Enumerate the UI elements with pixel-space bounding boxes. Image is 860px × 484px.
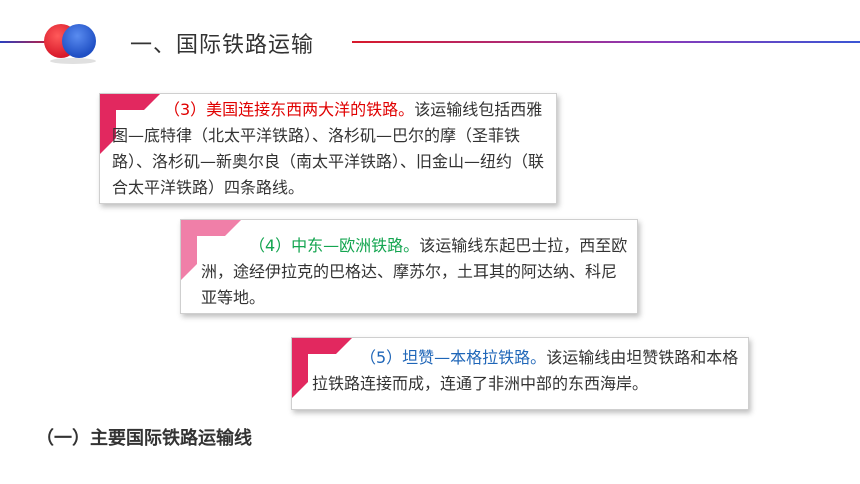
card-highlight: （5）坦赞—本格拉铁路。 bbox=[360, 348, 547, 367]
card-text: （5）坦赞—本格拉铁路。该运输线由坦赞铁路和本格拉铁路连接而成，连通了非洲中部的… bbox=[292, 338, 748, 397]
card-highlight: （3）美国连接东西两大洋的铁路。 bbox=[164, 100, 415, 119]
card-tanzam-benguela-railway: （5）坦赞—本格拉铁路。该运输线由坦赞铁路和本格拉铁路连接而成，连通了非洲中部的… bbox=[291, 337, 749, 410]
section-heading: （一）主要国际铁路运输线 bbox=[36, 428, 252, 449]
page-title: 一、国际铁路运输 bbox=[130, 33, 315, 58]
card-highlight: （4）中东—欧洲铁路。 bbox=[249, 236, 420, 255]
card-text: （4）中东—欧洲铁路。该运输线东起巴士拉，西至欧洲，途经伊拉克的巴格达、摩苏尔，… bbox=[181, 220, 637, 311]
card-body: 该运输线东起巴士拉，西至欧洲，途经伊拉克的巴格达、摩苏尔，土耳其的阿达纳、科尼亚… bbox=[201, 236, 628, 307]
logo-circles-icon bbox=[44, 24, 100, 64]
card-text: （3）美国连接东西两大洋的铁路。该运输线包括西雅图—底特律（北太平洋铁路）、洛杉… bbox=[100, 94, 556, 201]
card-us-railway: （3）美国连接东西两大洋的铁路。该运输线包括西雅图—底特律（北太平洋铁路）、洛杉… bbox=[99, 93, 557, 204]
header-line-right bbox=[352, 41, 860, 43]
card-middle-east-europe-railway: （4）中东—欧洲铁路。该运输线东起巴士拉，西至欧洲，途经伊拉克的巴格达、摩苏尔，… bbox=[180, 219, 638, 314]
card-body: 该运输线包括西雅图—底特律（北太平洋铁路）、洛杉矶—巴尔的摩（圣菲铁路）、洛杉矶… bbox=[112, 100, 545, 197]
header-line-left bbox=[0, 41, 58, 43]
card-body: 该运输线由坦赞铁路和本格拉铁路连接而成，连通了非洲中部的东西海岸。 bbox=[312, 348, 739, 393]
